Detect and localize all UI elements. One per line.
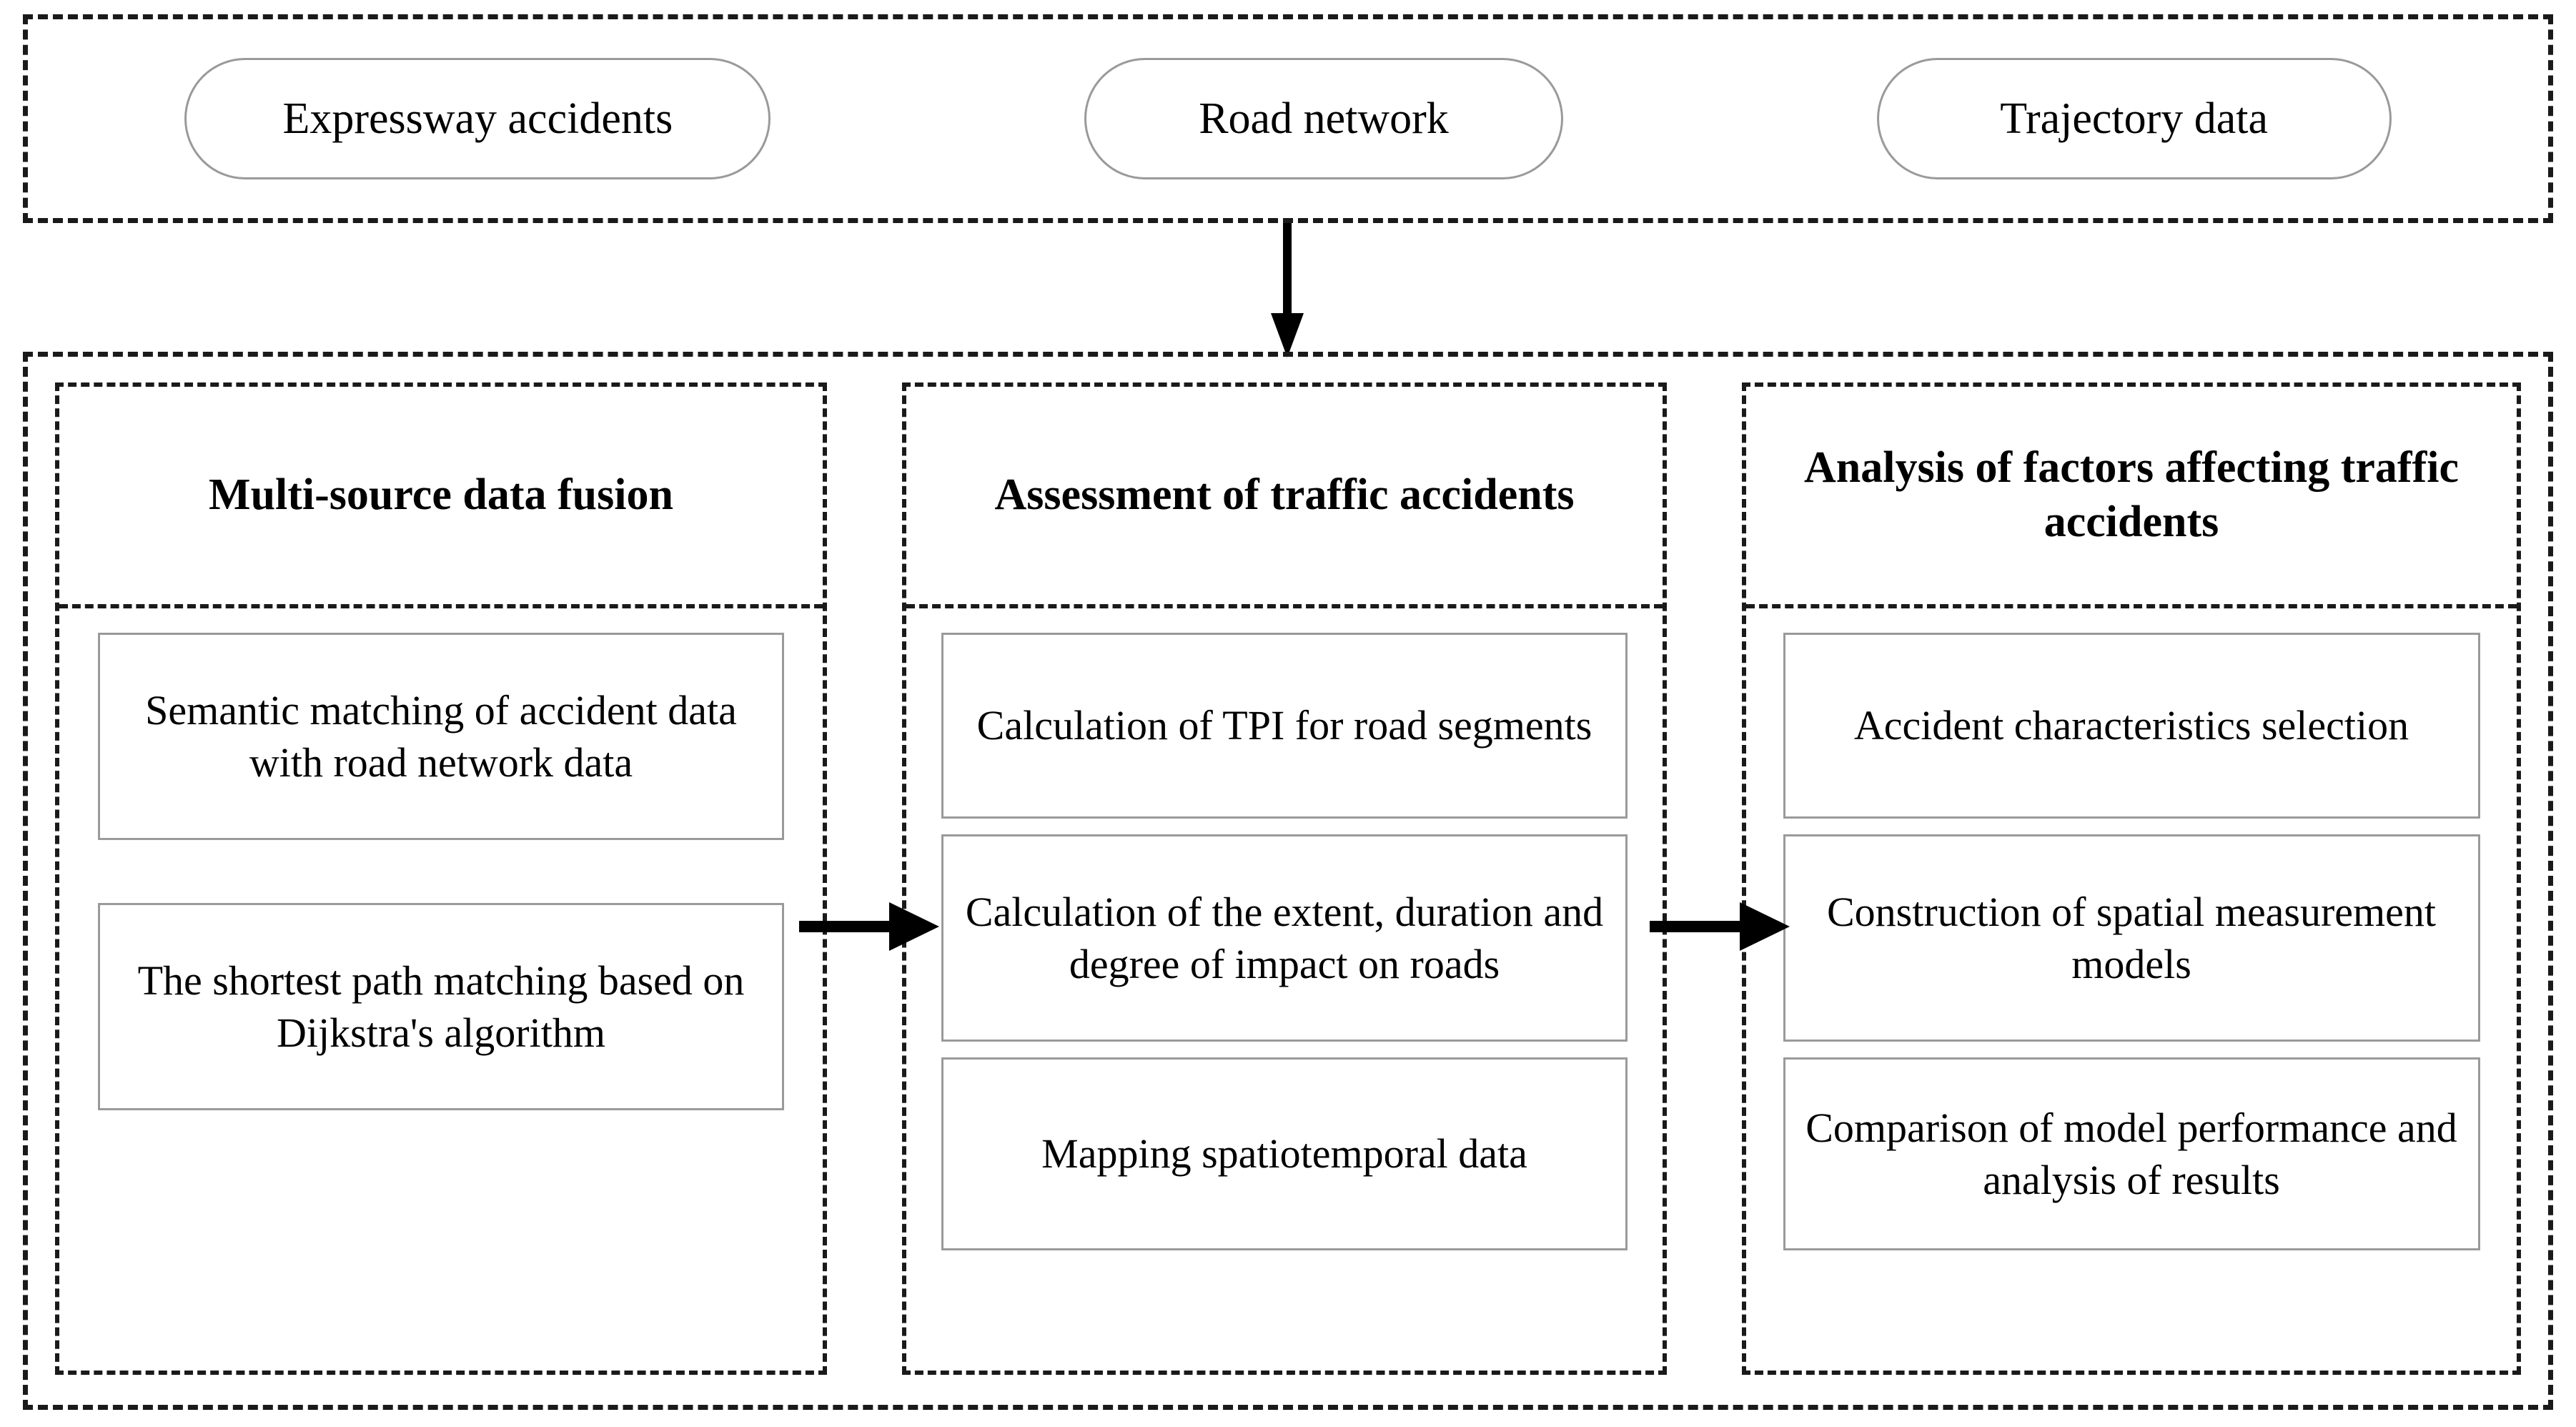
data-source-label: Expressway accidents bbox=[282, 94, 673, 143]
data-source-road-network: Road network bbox=[1084, 58, 1563, 179]
stage-title: Analysis of factors affecting traffic ac… bbox=[1746, 387, 2517, 608]
step-node: Construction of spatial measurement mode… bbox=[1783, 834, 2480, 1042]
stage-steps: Semantic matching of accident data with … bbox=[59, 608, 823, 1371]
stage-assessment-of-traffic-accidents: Assessment of traffic accidents Calculat… bbox=[902, 382, 1667, 1375]
step-node: Calculation of the extent, duration and … bbox=[941, 834, 1628, 1042]
stage-title: Assessment of traffic accidents bbox=[906, 387, 1663, 608]
data-source-label: Road network bbox=[1199, 94, 1449, 143]
step-node: Calculation of TPI for road segments bbox=[941, 633, 1628, 819]
step-node: Comparison of model performance and anal… bbox=[1783, 1057, 2480, 1250]
data-sources-group: Expressway accidents Road network Trajec… bbox=[23, 14, 2553, 223]
arrow-right-icon bbox=[1650, 902, 1790, 951]
step-node: Mapping spatiotemporal data bbox=[941, 1057, 1628, 1250]
methodology-group: Multi-source data fusion Semantic matchi… bbox=[23, 352, 2553, 1410]
step-node: The shortest path matching based on Dijk… bbox=[98, 903, 784, 1110]
stage-steps: Accident characteristics selection Const… bbox=[1746, 608, 2517, 1371]
data-source-trajectory-data: Trajectory data bbox=[1876, 58, 2392, 179]
stage-steps: Calculation of TPI for road segments Cal… bbox=[906, 608, 1663, 1371]
stage-multi-source-data-fusion: Multi-source data fusion Semantic matchi… bbox=[55, 382, 827, 1375]
step-node: Semantic matching of accident data with … bbox=[98, 633, 784, 840]
stage-analysis-of-factors: Analysis of factors affecting traffic ac… bbox=[1742, 382, 2521, 1375]
stage-columns: Multi-source data fusion Semantic matchi… bbox=[28, 357, 2548, 1405]
data-source-expressway-accidents: Expressway accidents bbox=[184, 58, 771, 179]
arrow-down-icon bbox=[1271, 223, 1304, 357]
data-source-label: Trajectory data bbox=[2000, 94, 2269, 143]
stage-title: Multi-source data fusion bbox=[59, 387, 823, 608]
arrow-right-icon bbox=[799, 902, 939, 951]
step-node: Accident characteristics selection bbox=[1783, 633, 2480, 819]
